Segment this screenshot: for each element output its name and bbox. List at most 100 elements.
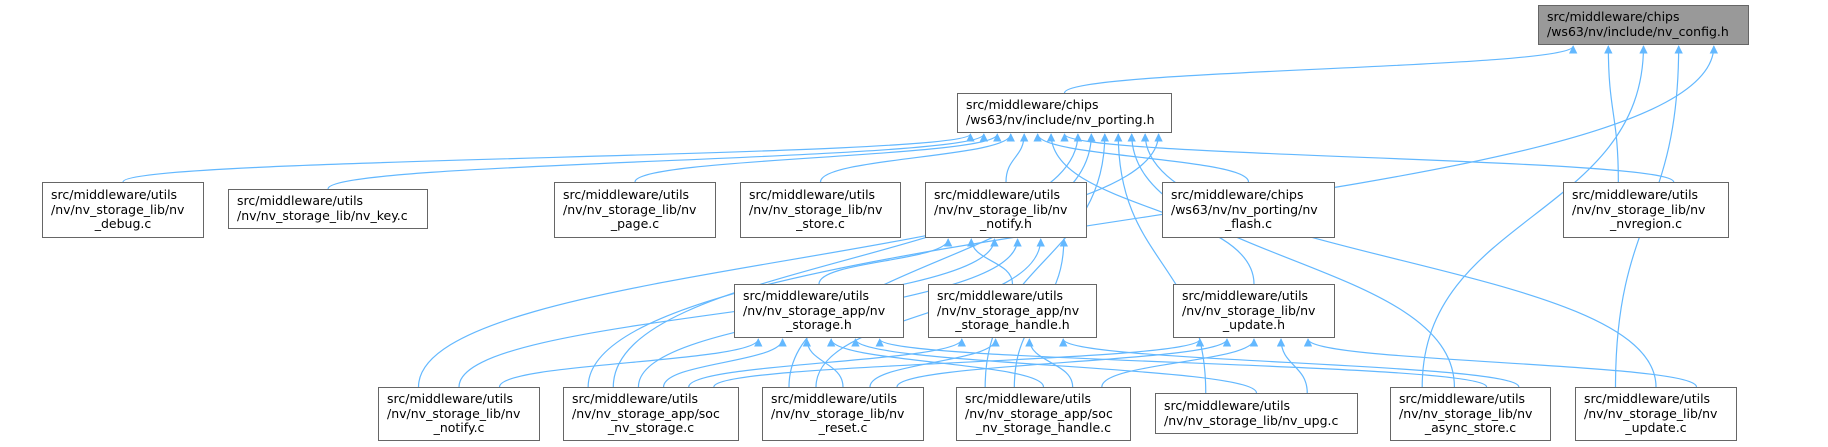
node-label-line: _reset.c [818, 420, 868, 436]
node-label-line: _debug.c [94, 216, 152, 232]
node-label-line: /nv/nv_storage_lib/nv [1182, 302, 1316, 318]
node-label-line: _update.c [1625, 420, 1687, 436]
edge-soc_storage-to-porting [612, 133, 1083, 388]
node-label-line: /ws63/nv/include/nv_porting.h [966, 112, 1155, 127]
graph-node-notify-h[interactable]: src/middleware/utils/nv/nv_storage_lib/n… [925, 182, 1087, 238]
edge-upg-to-update_h [1276, 338, 1308, 394]
node-label-line: _nv_storage.c [607, 420, 695, 436]
graph-node-soc-handle[interactable]: src/middleware/utils/nv/nv_storage_app/s… [956, 387, 1131, 441]
node-label-line: _update.h [1222, 317, 1286, 333]
edge-soc_handle-to-storage_h [827, 338, 1045, 388]
node-label-line: _notify.h [980, 216, 1032, 232]
node-label-line: _notify.c [433, 420, 485, 436]
graph-node-flash[interactable]: src/middleware/chips/ws63/nv/nv_porting/… [1162, 182, 1335, 238]
node-label-line: src/middleware/utils [1182, 288, 1309, 304]
edge-nvregion-to-config [1604, 45, 1619, 183]
edge-soc_storage-to-update_h [713, 338, 1205, 388]
node-label-line: _storage_handle.h [955, 317, 1070, 333]
graph-node-key[interactable]: src/middleware/utils/nv/nv_storage_lib/n… [228, 189, 428, 229]
graph-node-upg[interactable]: src/middleware/utils/nv/nv_storage_lib/n… [1155, 393, 1358, 434]
edge-storage_h-to-notify_h [818, 238, 953, 285]
edge-key-to-porting [327, 133, 988, 190]
graph-node-porting[interactable]: src/middleware/chips/ws63/nv/include/nv_… [957, 93, 1172, 133]
node-label-line: src/middleware/chips [966, 97, 1099, 113]
edge-notify_c-to-storage_h [498, 338, 763, 388]
node-label-line: _storage.h [786, 317, 852, 333]
graph-node-debug[interactable]: src/middleware/utils/nv/nv_storage_lib/n… [42, 182, 204, 238]
node-label-line: /nv/nv_storage_lib/nv [749, 201, 883, 217]
graph-node-nvregion[interactable]: src/middleware/utils/nv/nv_storage_lib/n… [1563, 182, 1729, 238]
edge-debug-to-porting [122, 133, 975, 183]
node-label-line: src/middleware/utils [743, 288, 870, 304]
edge-update_c-to-update_h [1303, 338, 1698, 388]
node-label-line: /nv/nv_storage_lib/nv_upg.c [1164, 412, 1339, 428]
node-label-line: /nv/nv_storage_lib/nv [771, 405, 905, 421]
node-label-line: src/middleware/chips [1547, 9, 1680, 25]
node-label-line: /nv/nv_storage_app/soc [572, 405, 720, 421]
graph-node-async-store[interactable]: src/middleware/utils/nv/nv_storage_lib/n… [1390, 387, 1551, 441]
edge-async_store-to-storage_h [875, 338, 1488, 388]
node-label-line: /nv/nv_storage_lib/nv [387, 405, 521, 421]
node-label-line: /nv/nv_storage_app/soc [965, 405, 1113, 421]
edge-handle_h-to-notify_h [967, 238, 1014, 285]
node-label-line: _nv_storage_handle.c [975, 420, 1111, 436]
node-label-line: src/middleware/utils [1164, 397, 1291, 413]
node-label-line: /nv/nv_storage_lib/nv [51, 201, 185, 217]
edge-soc_storage-to-config [587, 45, 1718, 388]
node-label-line: /nv/nv_storage_lib/nv [1399, 405, 1533, 421]
graph-node-page[interactable]: src/middleware/utils/nv/nv_storage_lib/n… [554, 182, 716, 238]
graph-node-update-c[interactable]: src/middleware/utils/nv/nv_storage_lib/n… [1575, 387, 1737, 441]
node-label-line: src/middleware/utils [572, 391, 699, 407]
edge-reset-to-update_h [896, 338, 1232, 388]
node-label-line: /nv/nv_storage_lib/nv [563, 201, 697, 217]
node-label-line: src/middleware/utils [51, 187, 178, 203]
graph-node-update-h[interactable]: src/middleware/utils/nv/nv_storage_lib/n… [1173, 284, 1335, 338]
node-label-line: /nv/nv_storage_app/nv [743, 302, 886, 318]
graph-node-config: src/middleware/chips/ws63/nv/include/nv_… [1538, 5, 1749, 45]
edge-porting-to-config [1063, 45, 1578, 94]
graph-node-store[interactable]: src/middleware/utils/nv/nv_storage_lib/n… [740, 182, 901, 238]
node-label-line: _store.c [796, 216, 845, 232]
node-label-line: /nv/nv_storage_lib/nv [1584, 405, 1718, 421]
graph-node-reset[interactable]: src/middleware/utils/nv/nv_storage_lib/n… [762, 387, 924, 441]
node-label-line: src/middleware/utils [387, 391, 514, 407]
node-label-line: _async_store.c [1424, 420, 1517, 436]
node-label-line: /nv/nv_storage_lib/nv_key.c [237, 208, 408, 223]
node-label-line: src/middleware/utils [563, 187, 690, 203]
edge-store-to-porting [819, 133, 1015, 183]
edge-soc_handle-to-porting [984, 133, 1110, 388]
edge-update_h-to-porting [1046, 133, 1255, 285]
edge-notify_c-to-notify_h [458, 238, 999, 388]
edge-update_c-to-porting [1140, 133, 1657, 388]
node-label-line: src/middleware/utils [1584, 391, 1711, 407]
node-label-line: src/middleware/utils [1399, 391, 1526, 407]
node-label-line: src/middleware/chips [1171, 187, 1304, 203]
node-label-line: src/middleware/utils [1572, 187, 1699, 203]
edge-soc_handle-to-update_h [1101, 338, 1259, 388]
node-label-line: _flash.c [1224, 216, 1273, 232]
edge-reset-to-handle_h [869, 338, 1000, 388]
node-label-line: /nv/nv_storage_lib/nv [1572, 201, 1706, 217]
edge-soc_storage-to-handle_h [688, 338, 966, 388]
node-label-line: /nv/nv_storage_app/nv [937, 302, 1080, 318]
node-label-line: _page.c [610, 216, 660, 232]
edge-async_store-to-config [1421, 45, 1648, 388]
node-label-line: src/middleware/utils [771, 391, 898, 407]
node-label-line: /ws63/nv/nv_porting/nv [1171, 201, 1318, 217]
edge-nvregion-to-porting [1060, 133, 1675, 183]
edge-flash-to-porting [1033, 133, 1250, 183]
node-label-line: /nv/nv_storage_lib/nv [934, 201, 1068, 217]
graph-node-notify-c[interactable]: src/middleware/utils/nv/nv_storage_lib/n… [378, 387, 540, 441]
node-label-line: src/middleware/utils [237, 193, 364, 209]
node-label-line: /ws63/nv/include/nv_config.h [1547, 24, 1729, 39]
node-label-line: src/middleware/utils [749, 187, 876, 203]
graph-node-handle-h[interactable]: src/middleware/utils/nv/nv_storage_app/n… [928, 284, 1097, 338]
graph-node-storage-h[interactable]: src/middleware/utils/nv/nv_storage_app/n… [734, 284, 904, 338]
graph-node-soc-storage[interactable]: src/middleware/utils/nv/nv_storage_app/s… [563, 387, 739, 441]
edge-page-to-porting [634, 133, 1002, 183]
edge-notify_c-to-porting [417, 133, 1163, 388]
node-label-line: src/middleware/utils [965, 391, 1092, 407]
edge-soc_storage-to-storage_h [662, 338, 787, 388]
